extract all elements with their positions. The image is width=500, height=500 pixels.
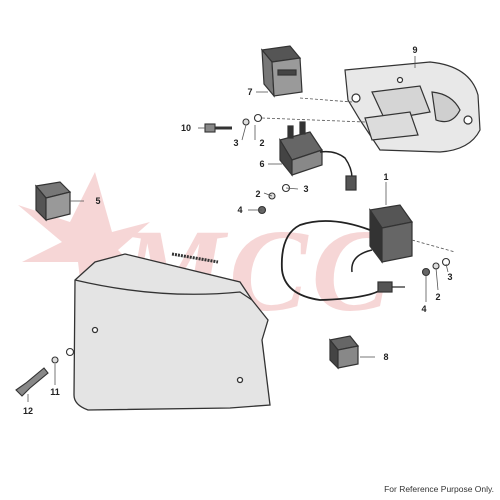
callout-6: 6 xyxy=(259,159,264,169)
callout-10: 10 xyxy=(181,123,191,133)
callout-12: 12 xyxy=(23,406,33,416)
callout-3-right: 3 xyxy=(447,272,452,282)
callout-3-mid: 3 xyxy=(303,184,308,194)
reference-footer: For Reference Purpose Only. xyxy=(384,484,494,494)
callout-1: 1 xyxy=(383,172,388,182)
callout-11: 11 xyxy=(50,387,60,397)
part-side-cover xyxy=(73,252,271,411)
callout-2-mid: 2 xyxy=(255,189,260,199)
watermark-star-icon xyxy=(18,172,150,320)
part-cap xyxy=(34,181,72,222)
callout-2-top: 2 xyxy=(259,138,264,148)
part-regulator xyxy=(280,204,414,301)
callout-8: 8 xyxy=(383,352,388,362)
callout-5: 5 xyxy=(95,196,100,206)
callout-7: 7 xyxy=(247,87,252,97)
leader-lines xyxy=(27,56,456,402)
part-starter-solenoid xyxy=(279,121,357,191)
callout-9: 9 xyxy=(412,45,417,55)
part-bracket-plate xyxy=(344,61,481,153)
callout-3-top: 3 xyxy=(233,138,238,148)
part-relay-box xyxy=(260,45,303,98)
callout-labels: 1 2 3 2 3 4 5 6 7 8 9 10 2 3 4 11 12 xyxy=(23,45,453,416)
fasteners xyxy=(15,113,451,397)
part-small-relay xyxy=(328,335,360,370)
callout-2-right: 2 xyxy=(435,292,440,302)
callout-4-left: 4 xyxy=(237,205,242,215)
callout-4-right: 4 xyxy=(421,304,426,314)
